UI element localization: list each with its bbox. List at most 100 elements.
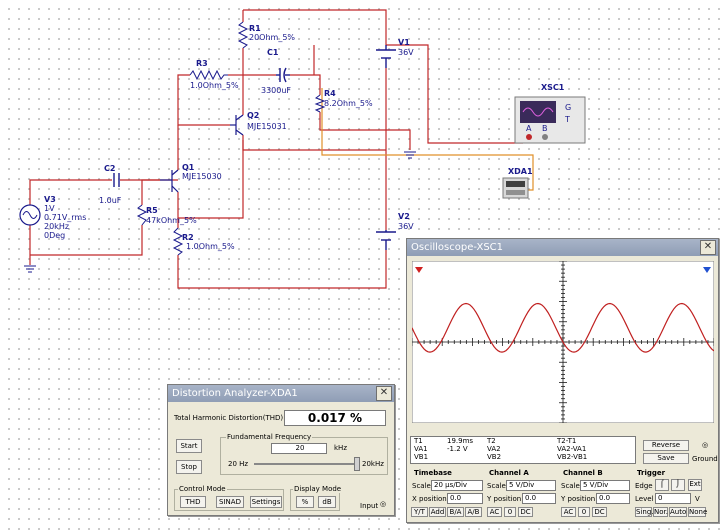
channel-b-scale-field[interactable]: 5 V/Div	[580, 480, 630, 491]
stop-button[interactable]: Stop	[176, 460, 202, 474]
x-position-label: X position	[412, 495, 447, 503]
trigger-normal-button[interactable]: Nor.	[653, 507, 668, 517]
r2-symbol[interactable]	[172, 227, 184, 256]
xda1-icon[interactable]	[502, 177, 529, 199]
channel-a-title: Channel A	[489, 469, 529, 477]
r5-value: 47kOhm_5%	[146, 216, 197, 225]
r1-value: 20Ohm_5%	[249, 33, 295, 42]
frequency-slider-thumb[interactable]	[354, 457, 360, 471]
save-button[interactable]: Save	[643, 453, 689, 464]
channel-b-ac-button[interactable]: AC	[561, 507, 576, 517]
xsc1-a-label: A	[526, 124, 532, 133]
frequency-slider-track[interactable]	[254, 463, 354, 465]
rising-edge-icon[interactable]: ⌠	[655, 479, 669, 491]
cursor-t2-marker[interactable]	[703, 267, 711, 273]
vb1-label: VB1	[414, 453, 429, 461]
add-mode-button[interactable]: Add	[429, 507, 446, 517]
display-mode-label: Display Mode	[293, 485, 343, 493]
channel-b-dc-button[interactable]: DC	[592, 507, 607, 517]
v2-value: 36V	[398, 222, 414, 231]
r3-value: 1.0Ohm_5%	[190, 81, 239, 90]
channel-a-ac-button[interactable]: AC	[487, 507, 502, 517]
distortion-close-button[interactable]: ✕	[376, 386, 392, 401]
v3-amplitude: 1V	[44, 204, 55, 213]
t1-label: T1	[414, 437, 423, 445]
input-terminal-icon[interactable]: ◎	[380, 500, 387, 508]
v2-ref: V2	[398, 212, 410, 221]
external-trigger-icon[interactable]: Ext	[688, 479, 702, 491]
c1-value: 3300uF	[261, 86, 291, 95]
q1-symbol[interactable]	[160, 169, 179, 193]
oscilloscope-titlebar[interactable]: Oscilloscope-XSC1 ✕	[407, 239, 718, 256]
channel-b-ypos-label: Y position	[561, 495, 596, 503]
trigger-none-button[interactable]: None	[688, 507, 708, 517]
distortion-analyzer-window[interactable]: Distortion Analyzer-XDA1 ✕ Total Harmoni…	[167, 384, 395, 516]
reverse-button[interactable]: Reverse	[643, 440, 689, 451]
va2-label: VA2	[487, 445, 501, 453]
yt-mode-button[interactable]: Y/T	[411, 507, 428, 517]
q2-symbol[interactable]	[230, 114, 244, 136]
q1-ref: Q1	[182, 163, 195, 172]
ba-mode-button[interactable]: B/A	[447, 507, 464, 517]
v2-symbol[interactable]	[376, 230, 396, 250]
q2-ref: Q2	[247, 111, 259, 120]
sinad-mode-button[interactable]: SINAD	[216, 496, 244, 508]
xsc1-t-label: T	[564, 115, 570, 124]
distortion-titlebar[interactable]: Distortion Analyzer-XDA1 ✕	[168, 385, 394, 402]
r1-symbol[interactable]	[237, 21, 249, 49]
r3-symbol[interactable]	[189, 69, 228, 81]
t1-va-value: -1.2 V	[447, 445, 468, 453]
falling-edge-icon[interactable]: ⌡	[671, 479, 685, 491]
slider-min-label: 20 Hz	[228, 460, 249, 468]
oscilloscope-close-button[interactable]: ✕	[700, 240, 716, 255]
oscilloscope-screen	[412, 261, 714, 423]
channel-b-zero-button[interactable]: 0	[578, 507, 590, 517]
settings-button[interactable]: Settings	[250, 496, 282, 508]
v3-rms: 0.71V_rms	[44, 213, 86, 222]
thd-mode-button[interactable]: THD	[180, 496, 206, 508]
r4-value: 8.2Ohm_5%	[324, 99, 373, 108]
channel-a-zero-button[interactable]: 0	[504, 507, 516, 517]
oscilloscope-window[interactable]: Oscilloscope-XSC1 ✕ T1 VA1 VB1 19.9ms -1…	[406, 238, 719, 523]
trigger-level-label: Level	[635, 495, 654, 503]
channel-a-dc-button[interactable]: DC	[518, 507, 533, 517]
va1-label: VA1	[414, 445, 428, 453]
r4-symbol[interactable]	[314, 94, 326, 113]
r2-ref: R2	[182, 233, 194, 242]
r4-ref: R4	[324, 89, 336, 98]
trigger-single-button[interactable]: Sing.	[635, 507, 654, 517]
trigger-auto-button[interactable]: Auto	[669, 507, 687, 517]
t2-label: T2	[487, 437, 496, 445]
v1-symbol[interactable]	[376, 45, 396, 68]
cursor-t1-marker[interactable]	[415, 267, 423, 273]
ab-mode-button[interactable]: A/B	[465, 507, 482, 517]
db-display-button[interactable]: dB	[318, 496, 336, 508]
v3-symbol[interactable]	[19, 204, 41, 226]
c2-value: 1.0uF	[99, 196, 122, 205]
xsc1-icon[interactable]	[514, 96, 586, 144]
r5-symbol[interactable]	[136, 204, 148, 226]
channel-b-title: Channel B	[563, 469, 603, 477]
start-button[interactable]: Start	[176, 439, 202, 453]
q2-value: MJE15031	[247, 122, 287, 131]
r2-value: 1.0Ohm_5%	[186, 242, 235, 251]
c2-ref: C2	[104, 164, 115, 173]
c1-symbol[interactable]	[276, 67, 290, 83]
v1-value: 36V	[398, 48, 414, 57]
fundamental-frequency-field[interactable]: 20	[271, 443, 327, 454]
xsc1-b-label: B	[542, 124, 548, 133]
channel-a-scale-field[interactable]: 5 V/Div	[506, 480, 556, 491]
c2-symbol[interactable]	[113, 173, 120, 187]
fundamental-frequency-label: Fundamental Frequency	[226, 433, 313, 441]
channel-a-ypos-field[interactable]: 0.0	[522, 493, 556, 504]
trigger-level-field[interactable]: 0	[655, 493, 691, 504]
x-position-field[interactable]: 0.0	[447, 493, 483, 504]
percent-display-button[interactable]: %	[296, 496, 314, 508]
control-mode-label: Control Mode	[178, 485, 227, 493]
input-label: Input	[360, 502, 379, 510]
timebase-scale-label: Scale	[412, 482, 431, 490]
channel-b-ypos-field[interactable]: 0.0	[596, 493, 630, 504]
timebase-scale-field[interactable]: 20 µs/Div	[431, 480, 483, 491]
ground-terminal-icon[interactable]: ◎	[702, 441, 709, 449]
